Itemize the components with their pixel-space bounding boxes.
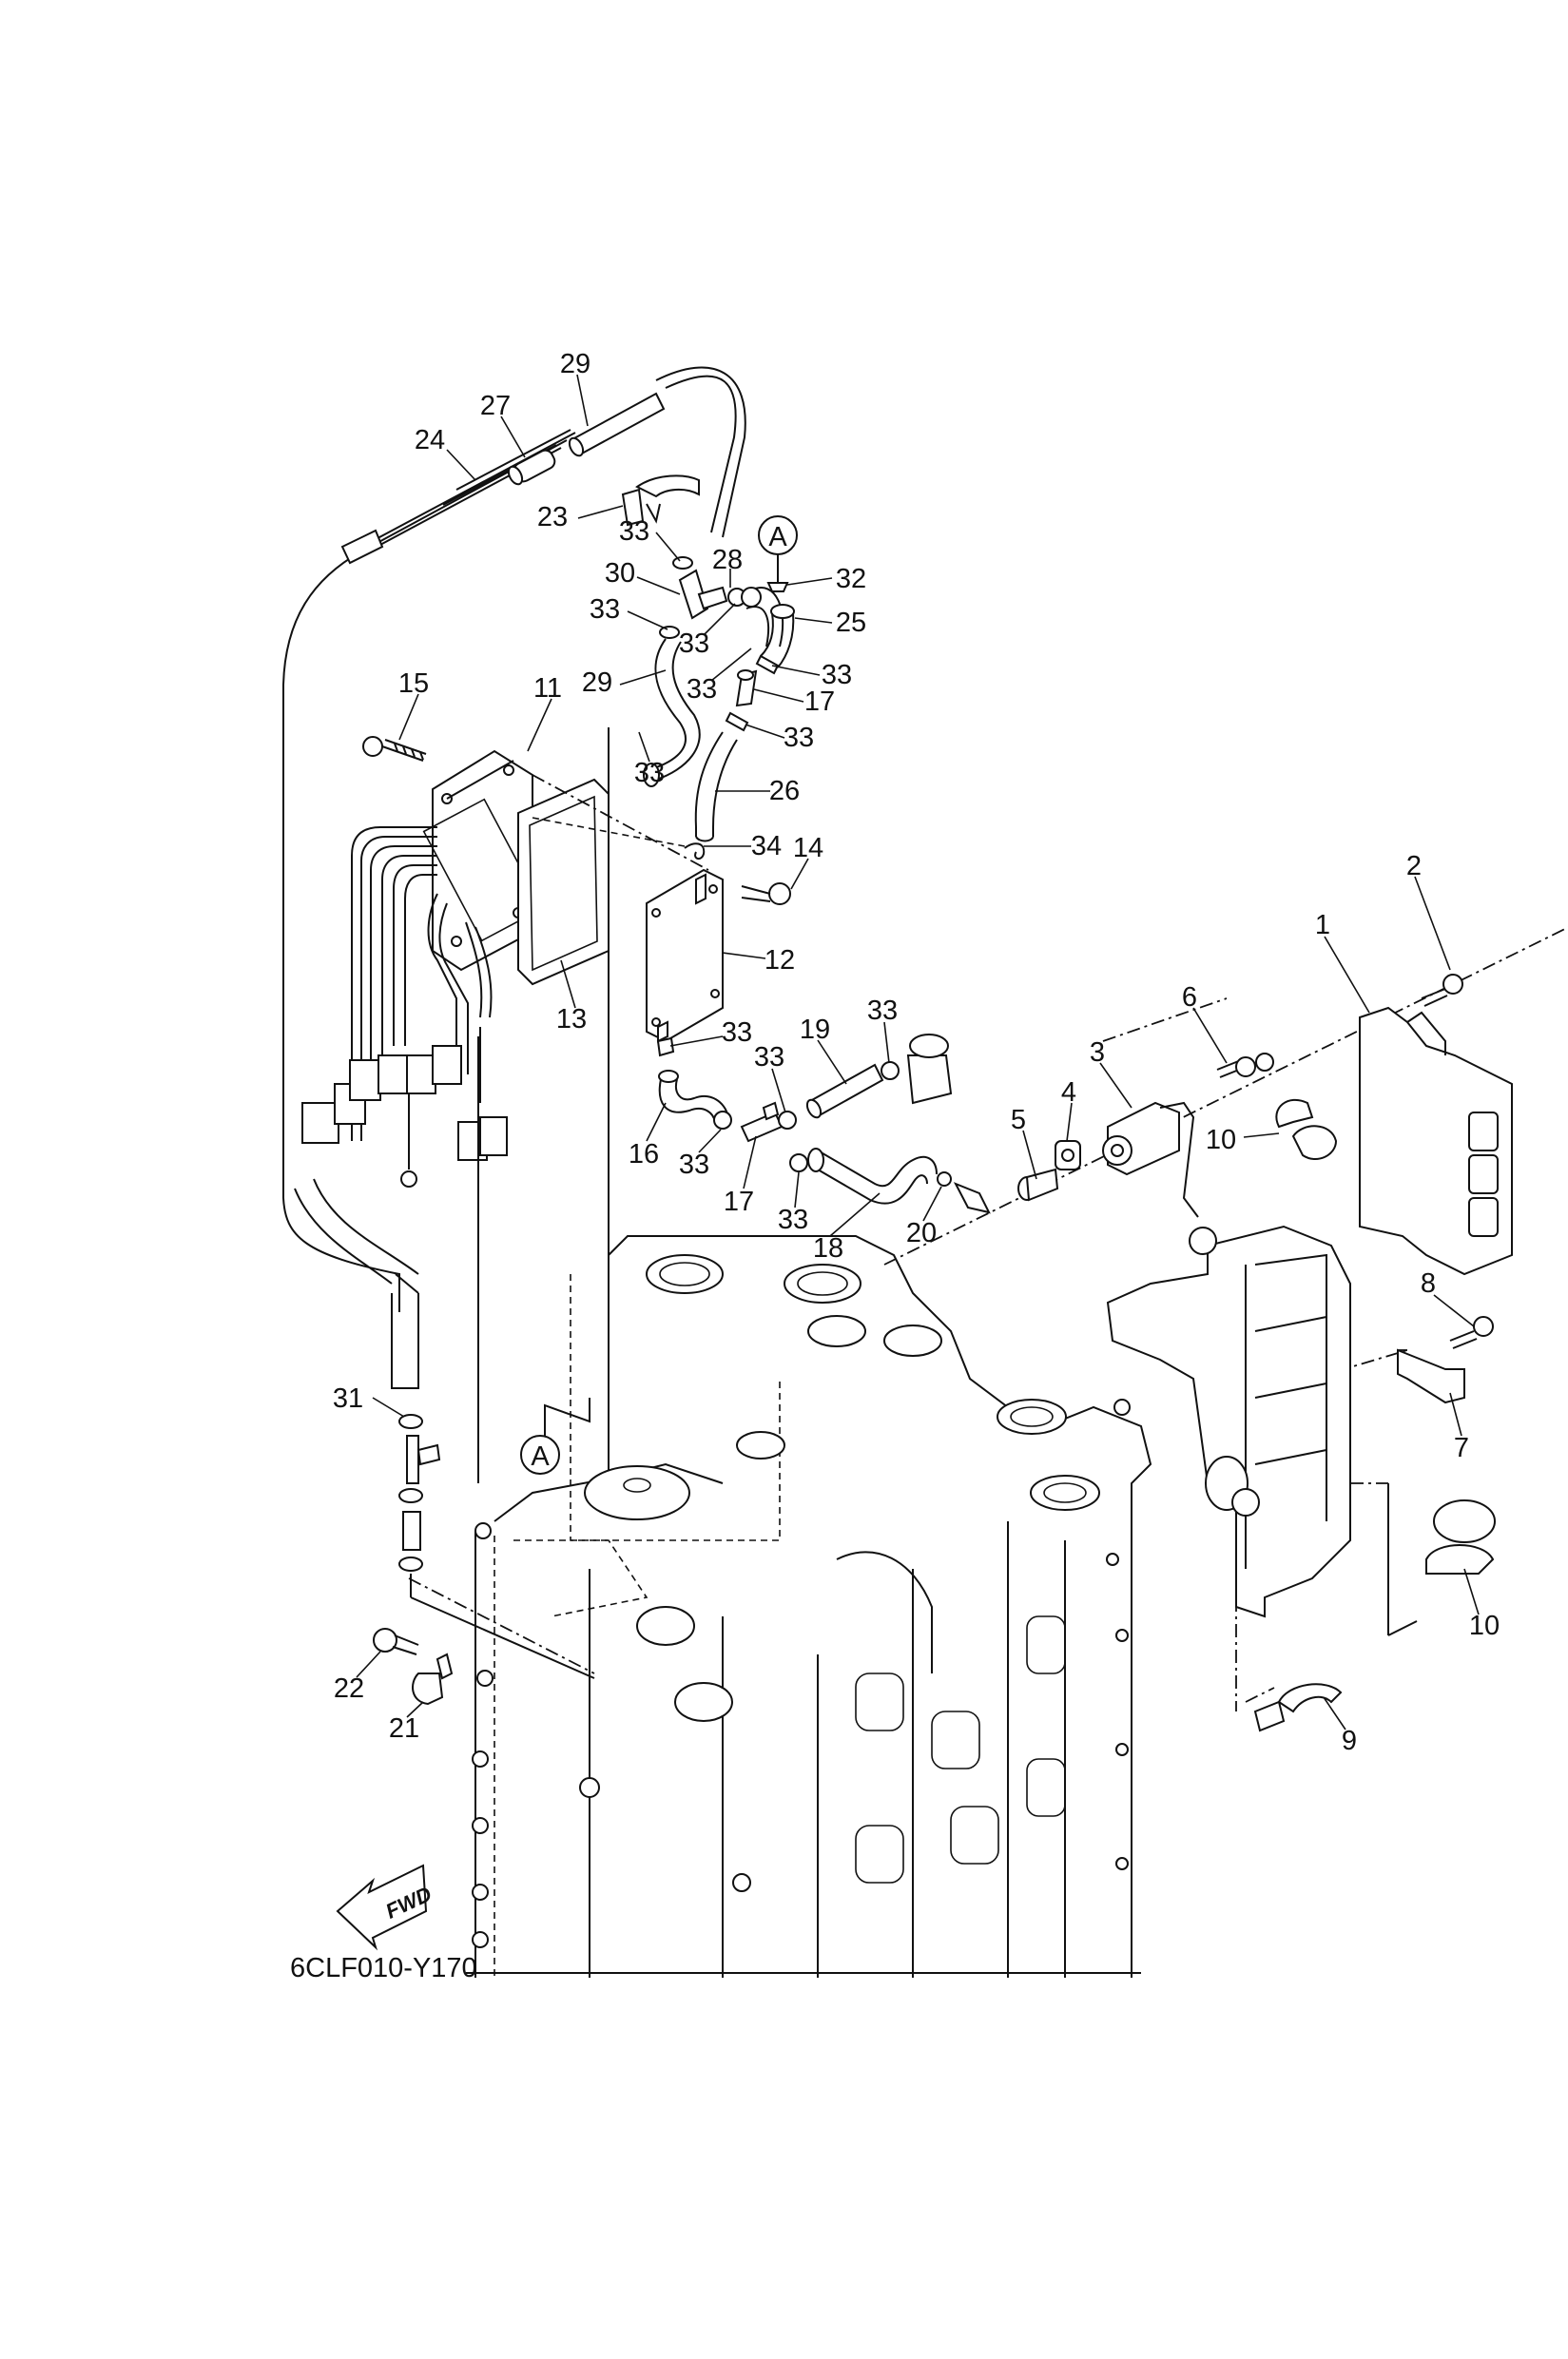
- callout-label: 25: [836, 608, 866, 638]
- ecm-unit-1: [1359, 1006, 1513, 1276]
- callout-label: 33: [778, 1205, 808, 1235]
- callout-label: 8: [1421, 1268, 1436, 1299]
- callout-label: 30: [605, 558, 635, 589]
- callout-label: 14: [793, 833, 823, 863]
- joint-27: [507, 449, 556, 486]
- callout-label: 12: [765, 945, 795, 976]
- callout-label: 10: [1206, 1125, 1236, 1155]
- callout-label: 15: [398, 668, 429, 699]
- hose-16-17-18-19-assembly: [656, 1034, 991, 1214]
- forward-direction-arrow: FWD: [336, 1864, 436, 1951]
- lower-left-fittings: [398, 1414, 595, 1679]
- bolt-2: [1421, 974, 1463, 1007]
- callout-label: 33: [722, 1017, 752, 1048]
- damper-3: [1102, 1101, 1199, 1218]
- clip-34: [684, 842, 706, 860]
- callout-label: 5: [1011, 1105, 1026, 1135]
- wiring-harness: [301, 826, 508, 1188]
- bolt-14: [741, 882, 791, 905]
- callout-label: 20: [906, 1218, 937, 1248]
- callout-label: 33: [687, 674, 717, 705]
- bolt-8: [1449, 1316, 1494, 1349]
- callout-labels: 29 27 24 23 33 30 28 32 33 25 33 29 33 3…: [333, 349, 1500, 1756]
- callout-label: 10: [1469, 1611, 1500, 1641]
- bracket-7: [1397, 1348, 1465, 1404]
- callout-label: 31: [333, 1383, 363, 1414]
- callout-label: 19: [800, 1015, 830, 1045]
- engine-block: [466, 1235, 1152, 1978]
- callout-label: 17: [724, 1187, 754, 1217]
- callout-label: 9: [1342, 1726, 1357, 1756]
- collar-5: [1017, 1168, 1059, 1202]
- callout-label: 11: [533, 673, 562, 704]
- hose-25-26-assembly: [694, 604, 795, 842]
- reference-marker-a-label: A: [768, 522, 787, 552]
- callout-label: 33: [784, 723, 814, 753]
- callout-label: 26: [769, 776, 800, 806]
- callout-label: 3: [1090, 1037, 1105, 1068]
- bolt-6: [1216, 1053, 1274, 1078]
- holder-10-lower: [1425, 1499, 1496, 1575]
- callout-label: 18: [813, 1233, 843, 1264]
- reference-marker-a-lower: A: [520, 1398, 590, 1475]
- leader-lines: [408, 727, 1568, 1711]
- callout-label: 21: [389, 1713, 419, 1744]
- callout-label: 33: [619, 516, 649, 547]
- callout-label: 28: [712, 545, 743, 575]
- joint-30-assembly: [643, 556, 784, 787]
- bolt-22: [373, 1628, 419, 1655]
- holder-23: [621, 474, 700, 527]
- callout-label: 17: [804, 686, 835, 717]
- callout-label: 22: [334, 1673, 364, 1704]
- callout-label: 32: [836, 564, 866, 594]
- reference-marker-a-top: A: [758, 515, 798, 592]
- callout-label: 23: [537, 502, 568, 532]
- main-bracket: [1106, 1225, 1351, 1618]
- cover-12: [646, 868, 724, 1043]
- callout-label: 33: [679, 628, 709, 659]
- callout-label: 2: [1406, 851, 1422, 881]
- callout-label: 33: [822, 660, 852, 690]
- callout-label: 16: [629, 1139, 659, 1170]
- callout-label: 7: [1454, 1433, 1469, 1463]
- callout-label: 29: [582, 667, 612, 698]
- callout-label: 34: [751, 831, 782, 861]
- callout-label: 33: [867, 996, 898, 1026]
- callout-label: 33: [634, 758, 665, 788]
- callout-label: 33: [590, 594, 620, 625]
- hose-29-upper: [568, 366, 746, 538]
- clamp-21: [412, 1653, 454, 1706]
- clip-9: [1253, 1683, 1343, 1732]
- holder-10-upper: [1275, 1098, 1338, 1160]
- callout-label: 4: [1061, 1077, 1076, 1108]
- callout-leaders: [356, 374, 1480, 1731]
- bolt-15: [362, 736, 427, 762]
- diagram-code: 6CLF010-Y170: [290, 1953, 477, 1983]
- callout-label: 24: [415, 425, 445, 455]
- callout-label: 33: [754, 1042, 784, 1073]
- callout-label: 33: [679, 1150, 709, 1180]
- callout-label: 27: [480, 391, 511, 421]
- grommet-4: [1055, 1140, 1081, 1170]
- callout-label: 1: [1315, 910, 1330, 940]
- callout-label: 29: [560, 349, 590, 379]
- callout-label: 6: [1182, 982, 1197, 1013]
- callout-label: 13: [556, 1004, 587, 1034]
- reference-marker-a-lower-label: A: [531, 1441, 550, 1472]
